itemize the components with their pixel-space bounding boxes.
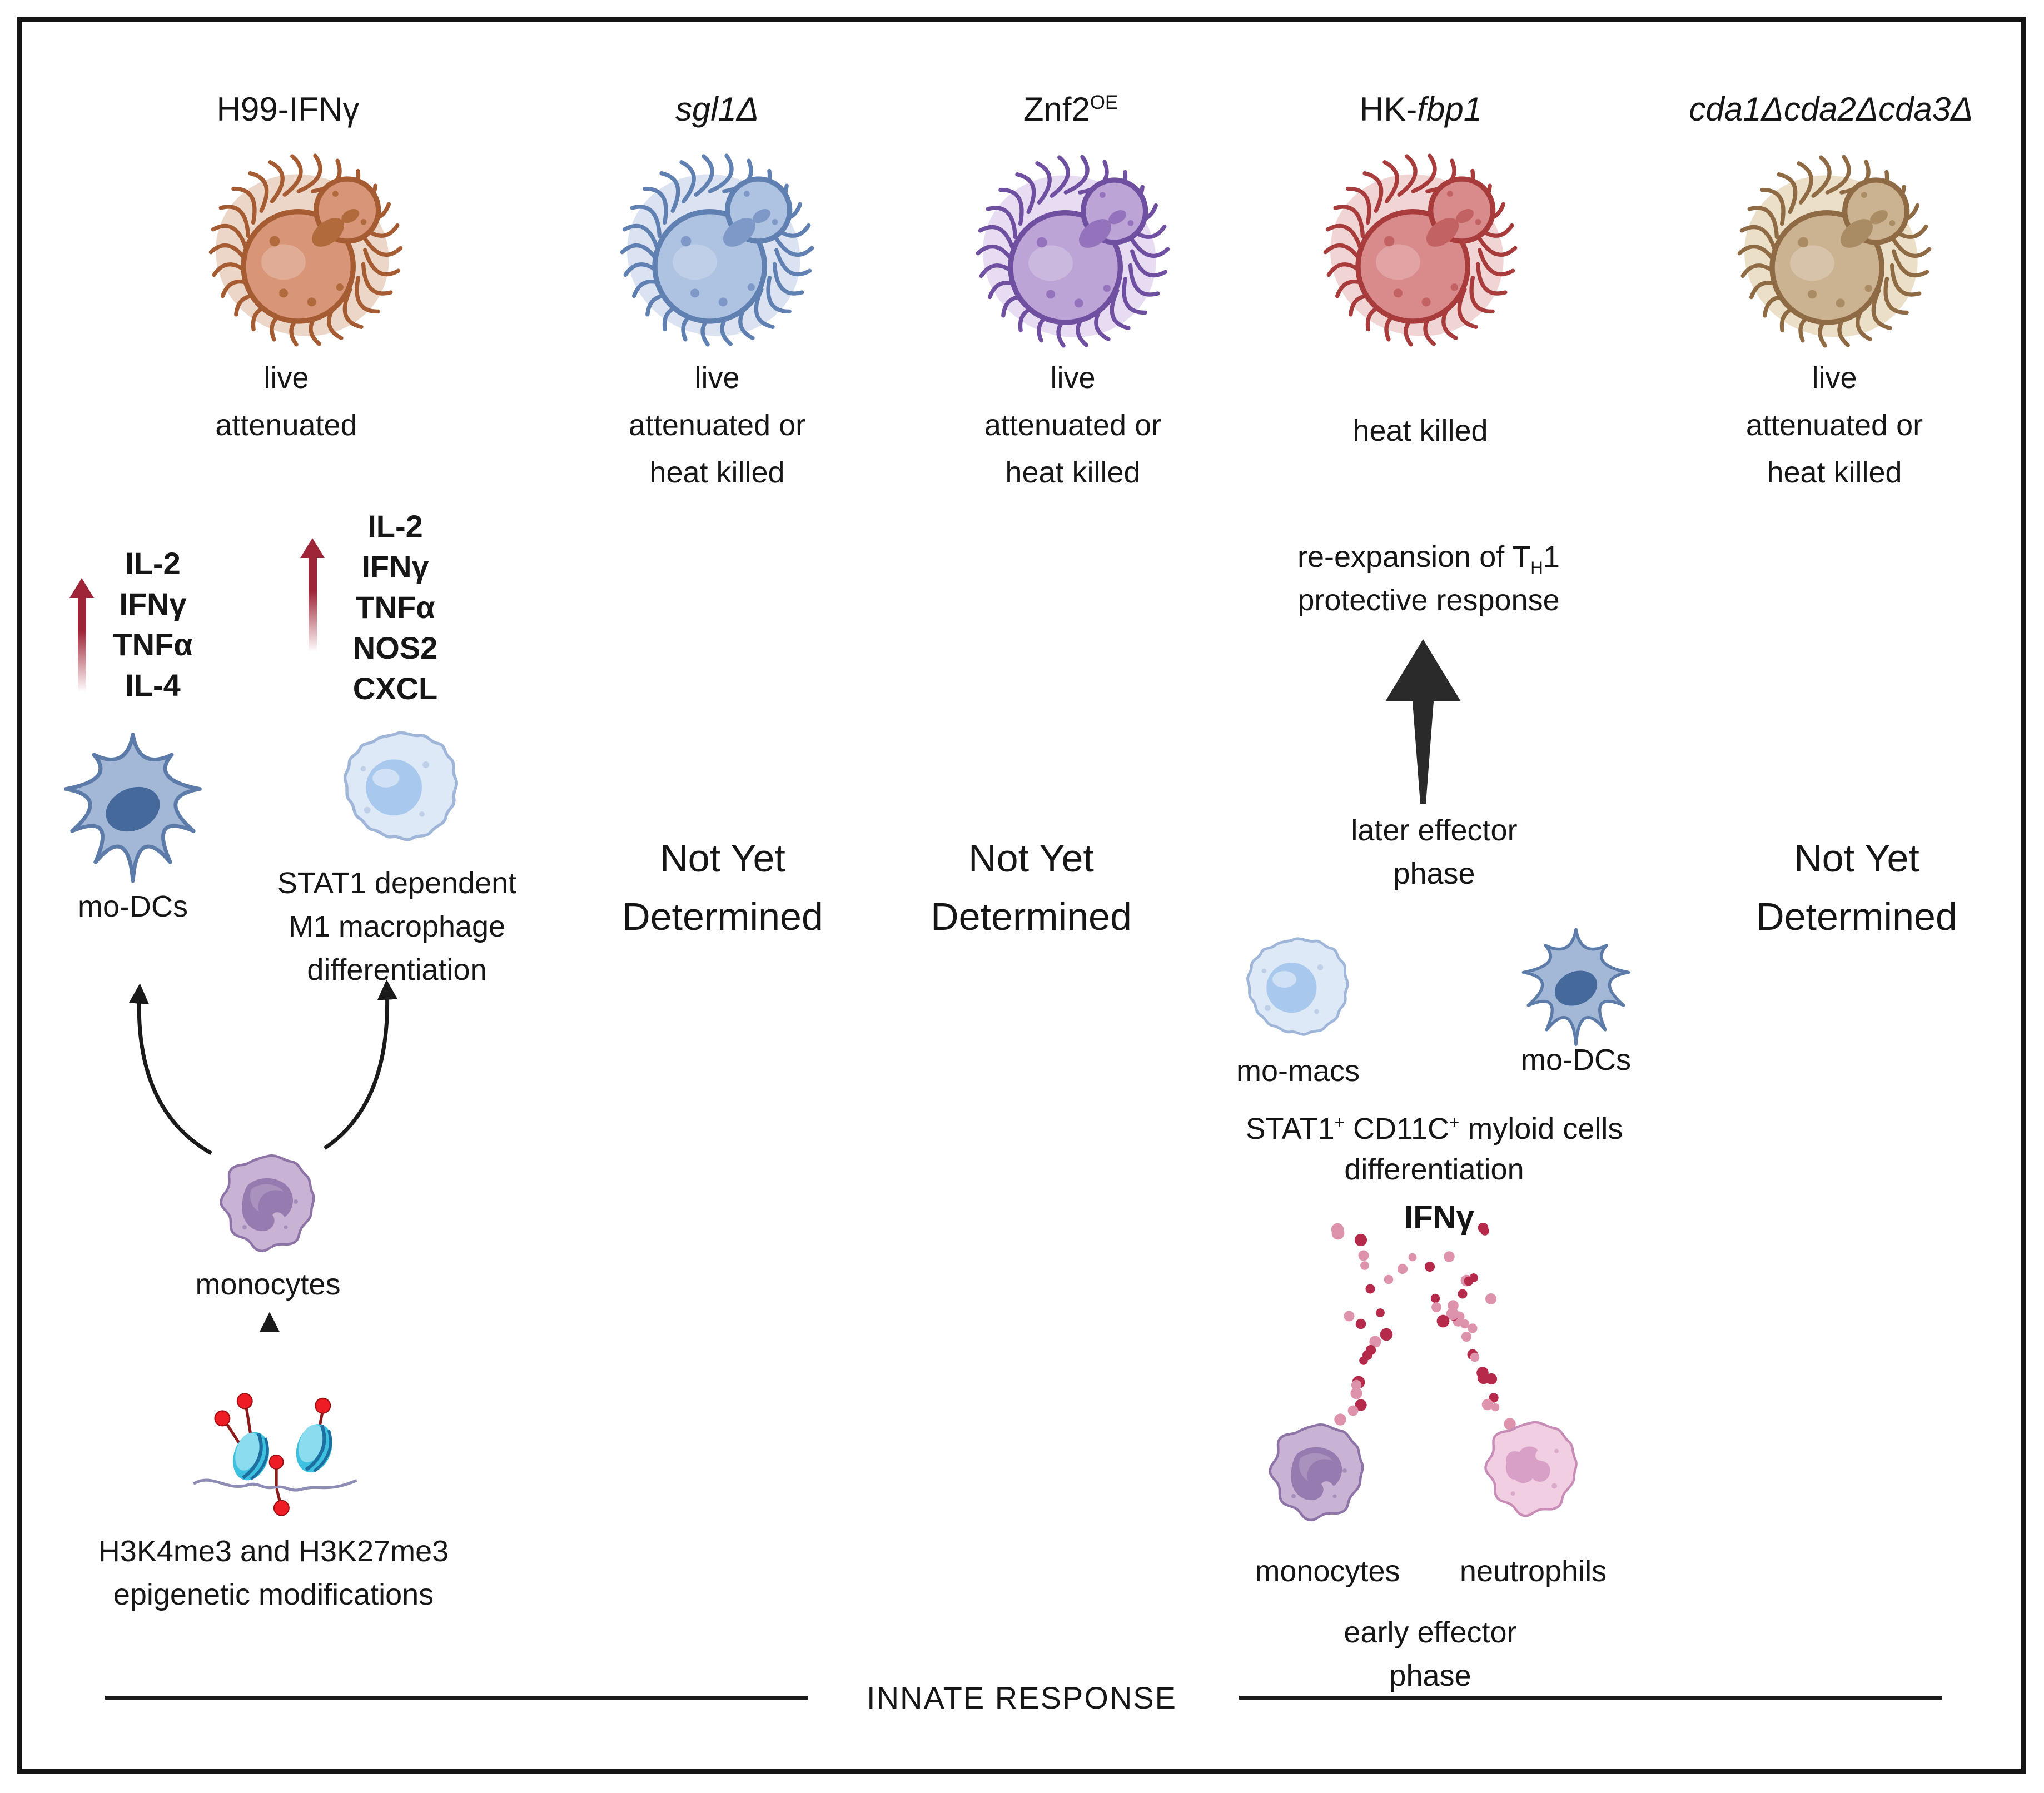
monocytes-col4-label: monocytes bbox=[1255, 1555, 1400, 1588]
status-hk-fbp1: heat killed bbox=[1352, 414, 1488, 447]
monocyte-cell-icon bbox=[212, 1149, 324, 1261]
monocyte-col4-cell-icon bbox=[1261, 1418, 1372, 1530]
later-phase-big-arrow-icon bbox=[1385, 639, 1461, 804]
innate-divider-line-left bbox=[105, 1696, 808, 1700]
yeast-cell-sgl1-icon bbox=[606, 139, 828, 361]
yeast-cell-znf2-icon bbox=[962, 140, 1184, 362]
monocytes-label: monocytes bbox=[195, 1268, 341, 1301]
mo-dcs-col4-label: mo-DCs bbox=[1521, 1043, 1631, 1077]
epigenetics-to-monocyte-arrow-icon bbox=[260, 1312, 280, 1398]
stat1-cd11c-myloid-line2: differentiation bbox=[1344, 1153, 1524, 1186]
mo-macs-label: mo-macs bbox=[1236, 1054, 1360, 1088]
column-title-znf2: Znf2OE bbox=[1023, 91, 1118, 128]
stat1-cd11c-myloid-line1: STAT1+ CD11C+ myloid cells bbox=[1245, 1112, 1623, 1145]
ifn-gamma-label: IFNγ bbox=[1404, 1199, 1474, 1236]
upregulated-arrow-mac-icon bbox=[300, 538, 325, 652]
yeast-cell-h99-icon bbox=[195, 139, 417, 361]
column-title-hk-fbp1: HK-fbp1 bbox=[1359, 91, 1483, 128]
innate-divider-line-right bbox=[1239, 1696, 1942, 1700]
neutrophils-label: neutrophils bbox=[1459, 1555, 1607, 1588]
column-title-cda: cda1Δcda2Δcda3Δ bbox=[1689, 91, 1973, 128]
red-arrow-shaft bbox=[77, 598, 86, 692]
m1-macrophage-cell-icon bbox=[329, 725, 462, 858]
column-title-sgl1: sgl1Δ bbox=[675, 91, 759, 128]
reexpansion-th1-line2: protective response bbox=[1297, 584, 1560, 617]
ifn-dots-icon bbox=[1331, 1223, 1516, 1430]
red-arrowhead bbox=[69, 578, 94, 598]
mo-dcs-label: mo-DCs bbox=[78, 890, 188, 923]
neutrophil-cell-icon bbox=[1477, 1416, 1586, 1525]
differentiation-arrows-icon bbox=[128, 979, 398, 1156]
column-title-h99: H99-IFNγ bbox=[216, 91, 360, 128]
yeast-cell-cda-icon bbox=[1723, 140, 1946, 362]
red-arrow-shaft bbox=[308, 558, 317, 652]
yeast-cell-hk-fbp1-icon bbox=[1309, 139, 1531, 361]
mo-macs-cell-icon bbox=[1233, 932, 1352, 1051]
upregulated-arrow-dc-icon bbox=[69, 578, 94, 692]
mo-dcs-cell-icon bbox=[1515, 927, 1637, 1049]
nucleosome-epigenetics-icon bbox=[189, 1388, 361, 1521]
reexpansion-th1-line1: re-expansion of TH1 bbox=[1297, 540, 1560, 577]
innate-response-label: INNATE RESPONSE bbox=[867, 1680, 1177, 1715]
red-arrowhead bbox=[300, 538, 325, 558]
mo-dc-cell-icon bbox=[55, 731, 211, 887]
